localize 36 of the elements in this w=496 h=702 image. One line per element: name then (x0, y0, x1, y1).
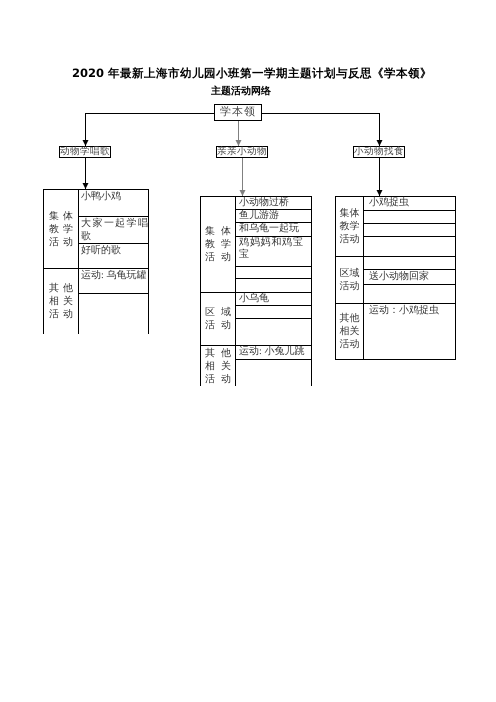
activity-table (43, 189, 149, 334)
activity-cell: 大家一起学唱歌 (79, 216, 148, 243)
category-cell: 其他相关活动 (44, 268, 79, 334)
activity-cell: 小鸭小鸡 (79, 190, 148, 216)
arrow (82, 158, 88, 190)
arrow (240, 158, 246, 196)
title: 2020 年最新上海市幼儿园小班第一学期主题计划与反思《学本领》 (72, 66, 432, 80)
category-cell: 区域活动 (201, 292, 236, 345)
activity-cell: 鸡妈妈和鸡宝宝 (236, 236, 311, 266)
activity-cell: 送小动物回家 (364, 269, 455, 284)
arrow (236, 120, 242, 146)
subtopic-box: 亲亲小动物 (216, 146, 268, 158)
activity-cell: 小乌龟 (236, 292, 311, 305)
subtopic-box: 动物学唱歌 (59, 146, 111, 158)
category-cell: 其他相关活动 (201, 345, 236, 386)
arrow (376, 158, 382, 196)
activity-cell: 好听的歌 (79, 243, 148, 268)
activity-cell: 运动: 小兔儿跳 (236, 345, 311, 359)
category-cell: 区域活动 (336, 256, 364, 303)
category-cell: 集体教学活动 (44, 190, 79, 268)
topic-box: 学本领 (214, 104, 262, 121)
arrow (262, 113, 382, 146)
activity-table (335, 196, 456, 360)
category-cell: 集体教学活动 (336, 197, 364, 256)
activity-cell: 鱼儿游游 (236, 209, 311, 222)
subtopic-box: 小动物找食 (353, 146, 405, 158)
activity-cell: 运动: 乌龟玩罐 (79, 268, 148, 293)
activity-cell: 小动物过桥 (236, 197, 311, 209)
category-cell: 其他相关活动 (336, 303, 364, 359)
subtitle: 主题活动网络 (211, 86, 271, 98)
arrow (82, 113, 214, 146)
activity-cell: 运动：小鸡捉虫 (364, 303, 455, 359)
activity-table (200, 196, 312, 386)
activity-cell: 和乌龟一起玩 (236, 222, 311, 236)
category-cell: 集体教学活动 (201, 197, 236, 292)
activity-cell: 小鸡捉虫 (364, 197, 455, 210)
